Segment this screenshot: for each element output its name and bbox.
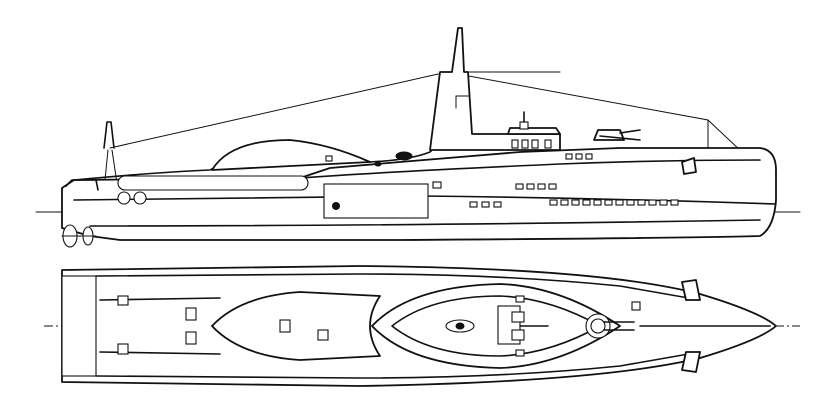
forward-turret-base bbox=[507, 127, 561, 135]
jumping-wire bbox=[109, 71, 743, 153]
periscope-mount bbox=[519, 121, 529, 130]
propeller-icon bbox=[61, 224, 97, 248]
deck-hatch bbox=[317, 329, 329, 341]
aft-hangar-hump bbox=[211, 139, 371, 171]
deck-gun-barrel-2 bbox=[599, 135, 641, 141]
deck-hatch bbox=[631, 301, 641, 311]
aft-hangar-plan bbox=[211, 291, 381, 361]
deck-gun-barrel bbox=[619, 129, 641, 134]
port-deck-edge bbox=[95, 351, 701, 379]
hangar-door-handle bbox=[332, 202, 340, 210]
tower-vent-1 bbox=[515, 295, 525, 303]
lower-porthole-row bbox=[469, 199, 679, 208]
conning-tower bbox=[429, 27, 561, 151]
aft-hatch-2 bbox=[133, 191, 147, 205]
hangar-door bbox=[323, 183, 429, 219]
stern-transom bbox=[61, 275, 97, 377]
deck-hatch bbox=[117, 343, 129, 355]
black-scuttle-oval bbox=[395, 151, 413, 161]
periscope-well bbox=[455, 322, 465, 330]
bow-hydroplane-port bbox=[681, 351, 701, 373]
tower-hatch-2 bbox=[511, 329, 525, 341]
plan-view bbox=[44, 265, 800, 387]
tower-vent-2 bbox=[515, 349, 525, 357]
gun-turret-inner bbox=[590, 318, 606, 334]
black-scuttle-small bbox=[374, 161, 382, 167]
bow-hydroplane bbox=[681, 157, 697, 175]
bridge-windows bbox=[511, 139, 552, 149]
aft-mast bbox=[103, 121, 115, 149]
bow-hydroplane-starboard bbox=[681, 279, 701, 301]
tower-hatch-1 bbox=[511, 311, 525, 323]
deck-hatch bbox=[279, 319, 291, 333]
lower-hull-line bbox=[89, 219, 761, 227]
side-elevation-view bbox=[35, 27, 801, 248]
stern-bridge-fitting bbox=[65, 179, 99, 191]
aft-scuttle bbox=[325, 155, 333, 162]
deck-hatch bbox=[185, 307, 197, 321]
aft-hatch-1 bbox=[117, 191, 131, 205]
deck-hatch bbox=[117, 295, 129, 306]
upper-porthole-row bbox=[432, 181, 557, 190]
starboard-deck-edge bbox=[95, 273, 701, 301]
aft-cargo-tube bbox=[117, 175, 309, 191]
deck-hatch bbox=[185, 331, 197, 345]
forward-deck-windows bbox=[565, 153, 593, 160]
